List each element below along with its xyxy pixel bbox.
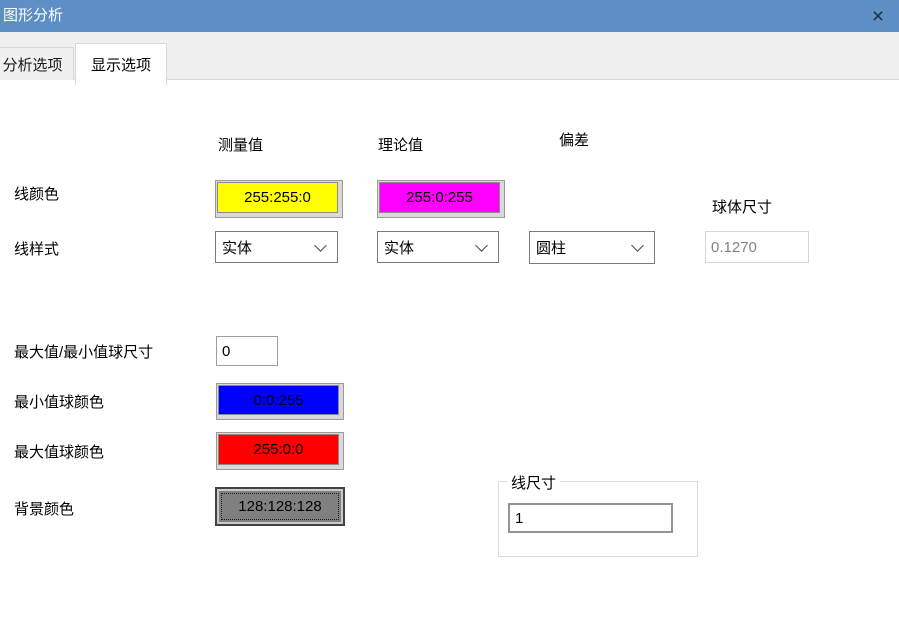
background-color-button[interactable]: 128:128:128 — [215, 487, 345, 526]
max-sphere-color-button[interactable]: 255:0:0 — [216, 432, 344, 470]
column-header-deviation: 偏差 — [559, 132, 590, 149]
measured-line-style-combobox[interactable]: 实体 — [215, 231, 338, 263]
tab-analysis-options-label: 分析选项 — [2, 56, 63, 74]
nominal-line-style-value: 实体 — [384, 239, 415, 257]
line-size-field[interactable] — [508, 503, 673, 533]
chevron-down-icon — [314, 238, 327, 252]
background-color-swatch: 128:128:128 — [221, 493, 339, 520]
nominal-line-style-combobox[interactable]: 实体 — [377, 231, 499, 263]
display-options-panel: 测量值 理论值 偏差 球体尺寸 线颜色 255:255:0 255:0:255 … — [0, 80, 899, 640]
measured-line-style-value: 实体 — [222, 239, 253, 257]
deviation-style-value: 圆柱 — [536, 240, 567, 257]
nominal-line-color-swatch: 255:0:255 — [379, 182, 500, 213]
tab-analysis-options[interactable]: 分析选项 — [0, 47, 74, 80]
line-size-group-label: 线尺寸 — [507, 472, 561, 493]
min-sphere-color-button[interactable]: 0:0:255 — [216, 383, 344, 420]
background-color-label: 背景颜色 — [14, 501, 75, 518]
line-color-label: 线颜色 — [14, 186, 60, 203]
line-size-group: 线尺寸 — [498, 472, 698, 557]
deviation-style-combobox[interactable]: 圆柱 — [529, 231, 655, 264]
chevron-down-icon — [475, 238, 488, 252]
tab-display-options[interactable]: 显示选项 — [75, 43, 167, 85]
tab-strip: 分析选项 显示选项 — [0, 32, 899, 85]
window-title: 图形分析 — [3, 7, 64, 24]
minmax-sphere-size-label: 最大值/最小值球尺寸 — [14, 344, 154, 361]
min-sphere-color-swatch: 0:0:255 — [218, 385, 339, 415]
minmax-sphere-size-field[interactable] — [216, 336, 278, 366]
max-sphere-color-swatch: 255:0:0 — [218, 434, 339, 465]
titlebar: 图形分析 × — [0, 0, 899, 32]
column-header-nominal: 理论值 — [378, 137, 424, 154]
line-style-label: 线样式 — [14, 241, 60, 258]
chevron-down-icon — [631, 239, 644, 252]
column-header-measured: 测量值 — [218, 137, 264, 154]
tab-display-options-label: 显示选项 — [90, 57, 151, 74]
max-sphere-color-label: 最大值球颜色 — [14, 444, 105, 461]
sphere-size-field — [705, 231, 809, 263]
min-sphere-color-label: 最小值球颜色 — [14, 394, 105, 411]
nominal-line-color-button[interactable]: 255:0:255 — [377, 180, 505, 218]
measured-line-color-swatch: 255:255:0 — [217, 182, 338, 213]
sphere-size-label: 球体尺寸 — [712, 199, 773, 216]
close-button[interactable]: × — [857, 0, 899, 32]
measured-line-color-button[interactable]: 255:255:0 — [215, 180, 343, 218]
close-icon: × — [871, 4, 885, 28]
